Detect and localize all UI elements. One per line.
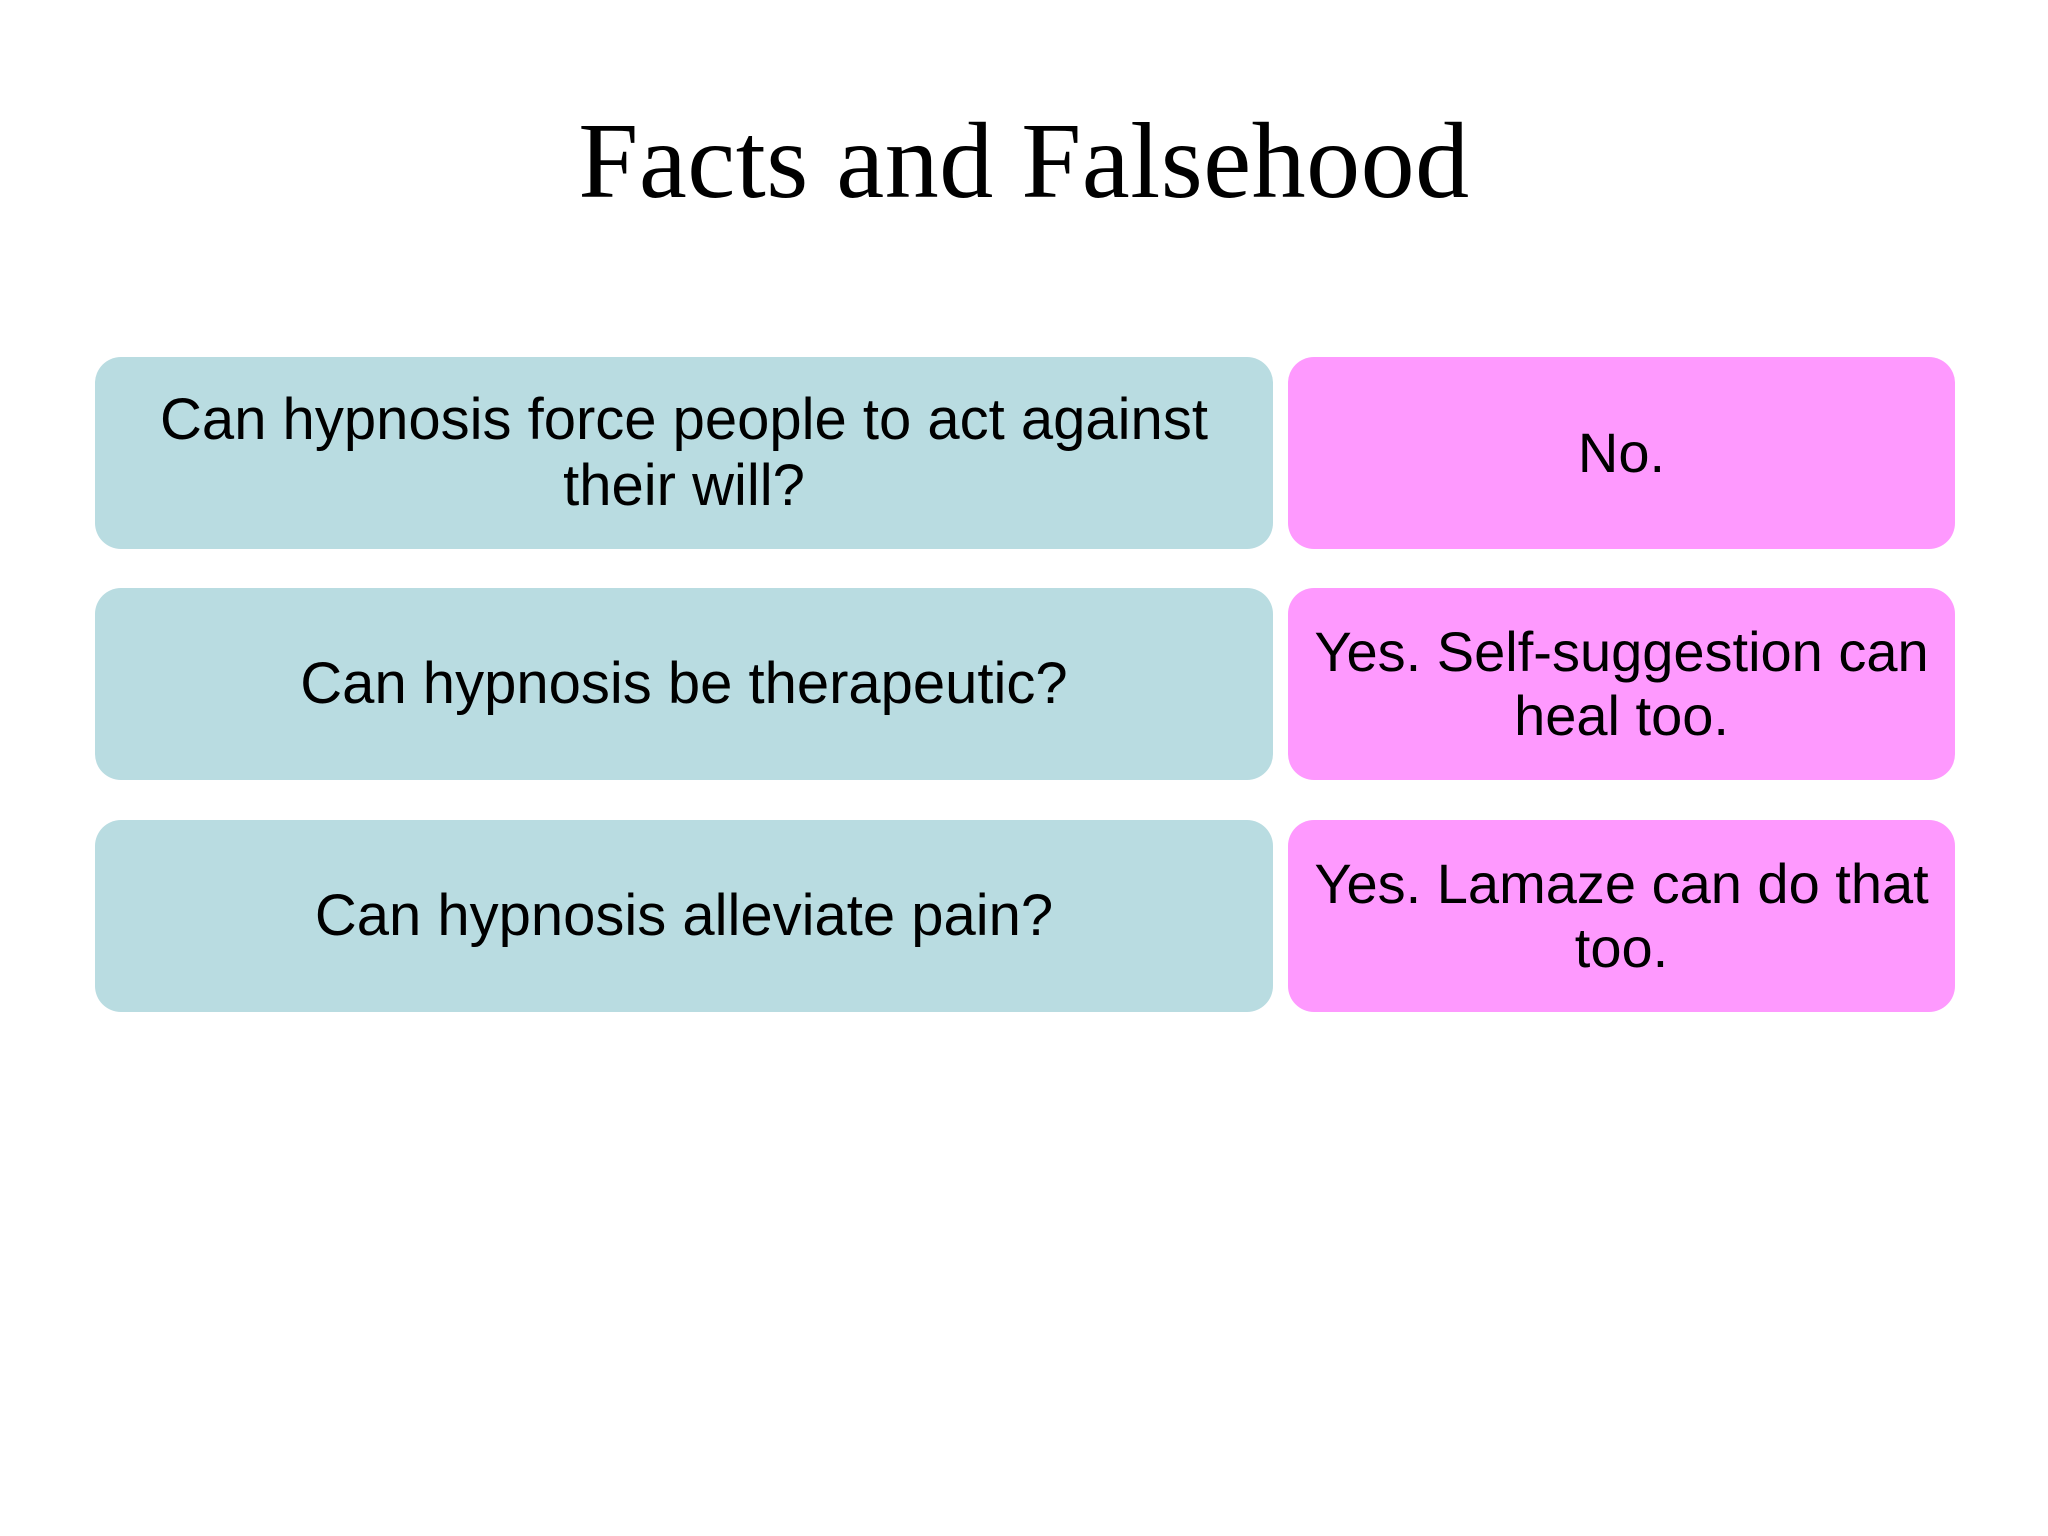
answer-box-1[interactable]: No. (1288, 357, 1955, 549)
page-title: Facts and Falsehood (578, 102, 1470, 221)
answer-box-3[interactable]: Yes. Lamaze can do that too. (1288, 820, 1955, 1012)
answer-box-2[interactable]: Yes. Self-suggestion can heal too. (1288, 588, 1955, 780)
question-box-1[interactable]: Can hypnosis force people to act against… (95, 357, 1273, 549)
question-box-3[interactable]: Can hypnosis alleviate pain? (95, 820, 1273, 1012)
question-box-2[interactable]: Can hypnosis be therapeutic? (95, 588, 1273, 780)
question-text: Can hypnosis be therapeutic? (300, 650, 1068, 716)
qa-row: Can hypnosis be therapeutic? Yes. Self-s… (0, 588, 2048, 780)
question-text: Can hypnosis force people to act against… (160, 386, 1208, 518)
answer-text: Yes. Lamaze can do that too. (1314, 852, 1929, 979)
answer-text: No. (1577, 421, 1666, 485)
qa-row: Can hypnosis force people to act against… (0, 357, 2048, 549)
qa-row: Can hypnosis alleviate pain? Yes. Lamaze… (0, 820, 2048, 1012)
answer-text: Yes. Self-suggestion can heal too. (1314, 620, 1929, 747)
question-text: Can hypnosis alleviate pain? (314, 882, 1054, 948)
